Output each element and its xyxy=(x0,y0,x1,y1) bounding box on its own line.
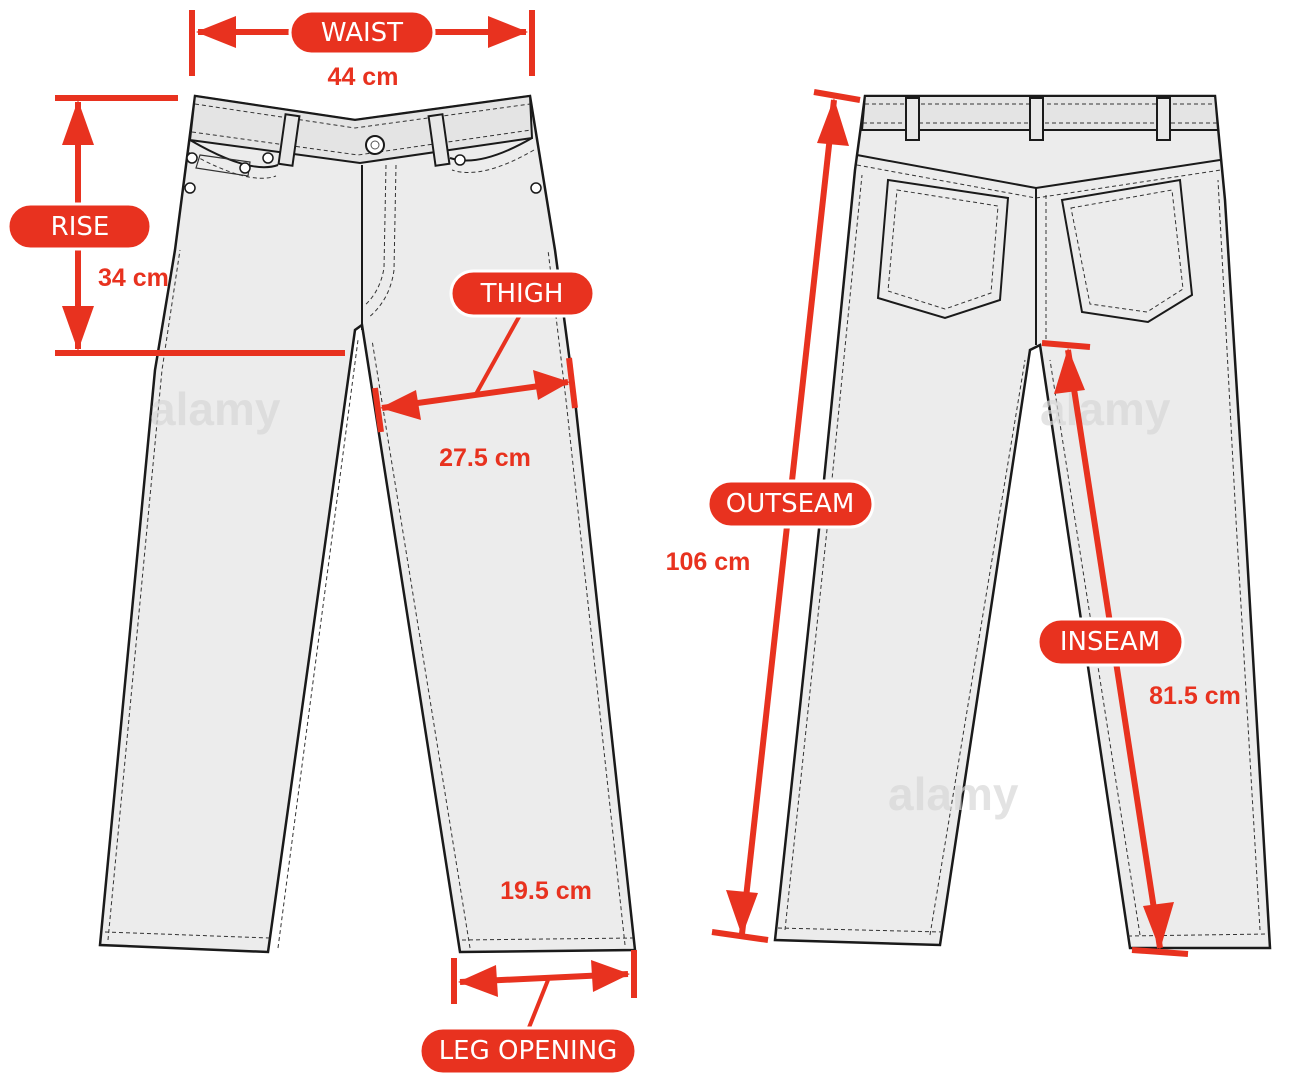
belt-loop xyxy=(427,113,451,167)
back-left-hem xyxy=(777,927,943,933)
thigh-value: 27.5 cm xyxy=(439,444,531,472)
outseam-measurement: OUTSEAM 106 cm xyxy=(666,89,875,943)
rise-label-text: RISE xyxy=(51,212,110,242)
front-jeans-body xyxy=(98,94,637,954)
leg-opening-label-text: LEG OPENING xyxy=(439,1036,618,1066)
thigh-label: THIGH xyxy=(449,269,596,318)
leg-opening-label: LEG OPENING xyxy=(418,1026,638,1076)
leg-opening-value: 19.5 cm xyxy=(500,877,592,905)
belt-loop xyxy=(277,113,301,167)
coin-pocket xyxy=(195,154,251,177)
belt-loop xyxy=(1029,97,1044,141)
watermark-layer: alamy alamy alamy xyxy=(150,383,1171,820)
waist-value: 44 cm xyxy=(328,63,399,91)
waist-label: WAIST xyxy=(288,9,436,56)
thigh-measurement: THIGH 27.5 cm xyxy=(372,269,596,472)
outseam-label: OUTSEAM xyxy=(706,479,875,529)
waist-button xyxy=(365,135,385,155)
front-jeans xyxy=(98,94,637,954)
watermark: alamy xyxy=(150,383,281,435)
inseam-measurement: INSEAM 81.5 cm xyxy=(1036,340,1241,957)
rise-measurement: RISE 34 cm xyxy=(6,95,345,356)
back-left-pocket xyxy=(876,178,1010,320)
outseam-value: 106 cm xyxy=(666,548,751,576)
belt-loop xyxy=(905,97,920,141)
back-right-pocket xyxy=(1060,178,1194,324)
watermark: alamy xyxy=(888,768,1019,820)
thigh-label-text: THIGH xyxy=(480,279,564,309)
waist-measurement: WAIST 44 cm xyxy=(189,9,535,91)
rise-label: RISE xyxy=(6,202,153,251)
back-right-hem xyxy=(1127,933,1269,937)
leg-opening-measurement: 19.5 cm LEG OPENING xyxy=(418,877,638,1076)
inseam-value: 81.5 cm xyxy=(1149,682,1241,710)
outseam-label-text: OUTSEAM xyxy=(726,489,855,519)
waist-label-text: WAIST xyxy=(321,18,403,48)
front-right-hem xyxy=(461,937,634,941)
back-jeans xyxy=(773,94,1272,950)
inseam-label-text: INSEAM xyxy=(1060,627,1160,657)
inseam-label: INSEAM xyxy=(1036,617,1185,667)
belt-loop xyxy=(1156,97,1171,141)
rise-value: 34 cm xyxy=(98,264,169,292)
